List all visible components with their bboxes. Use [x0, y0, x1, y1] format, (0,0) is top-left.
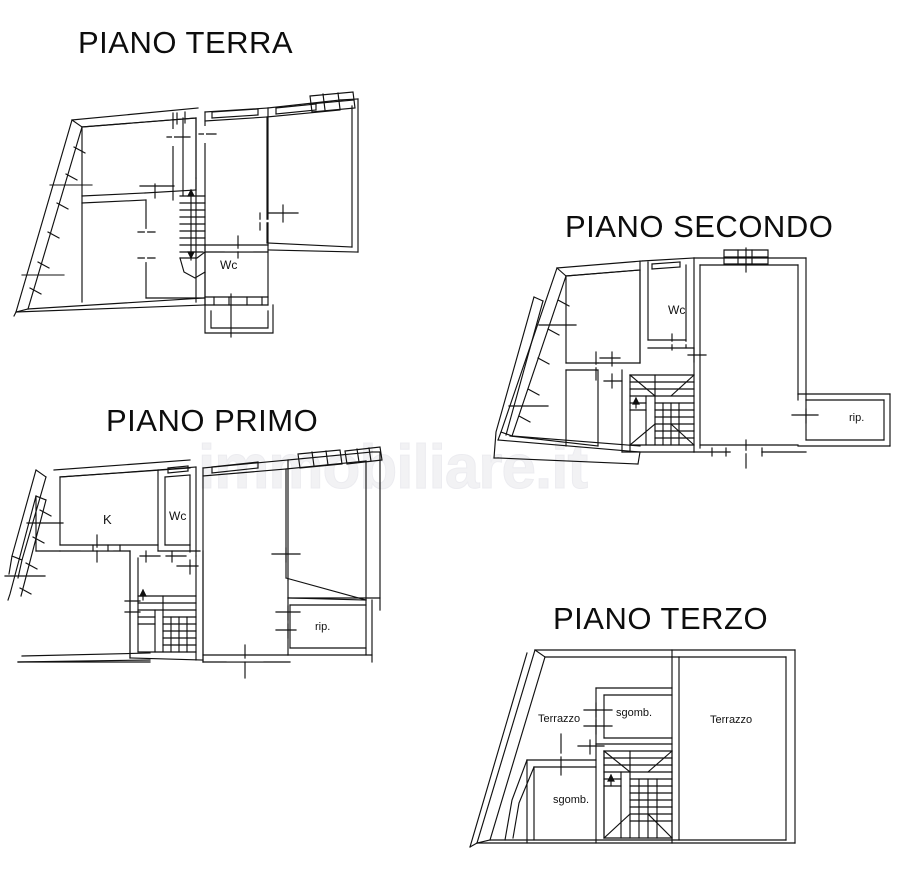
room-label-secondo-wc: Wc	[668, 303, 686, 317]
plan-piano-secondo	[493, 247, 891, 469]
room-label-terzo-sgomb-upper: sgomb.	[616, 707, 653, 719]
room-label-primo-k: K	[103, 512, 112, 527]
floor-title-piano-primo: PIANO PRIMO	[106, 403, 319, 438]
floor-title-piano-terzo: PIANO TERZO	[553, 601, 769, 636]
room-label-terzo-terrazzo-left: Terrazzo	[538, 713, 581, 725]
plan-piano-primo	[4, 446, 383, 679]
room-label-terra-wc: Wc	[220, 258, 238, 272]
room-label-terzo-terrazzo-right: Terrazzo	[710, 714, 753, 726]
plan-piano-terra	[13, 91, 359, 338]
room-label-primo-rip: rip.	[315, 621, 331, 633]
room-label-terzo-sgomb-lower: sgomb.	[553, 794, 590, 806]
room-label-secondo-rip: rip.	[849, 412, 865, 424]
floor-title-piano-terra: PIANO TERRA	[78, 25, 294, 60]
room-label-primo-wc: Wc	[169, 509, 187, 523]
floor-title-piano-secondo: PIANO SECONDO	[565, 209, 834, 244]
plan-piano-terzo	[469, 649, 796, 848]
